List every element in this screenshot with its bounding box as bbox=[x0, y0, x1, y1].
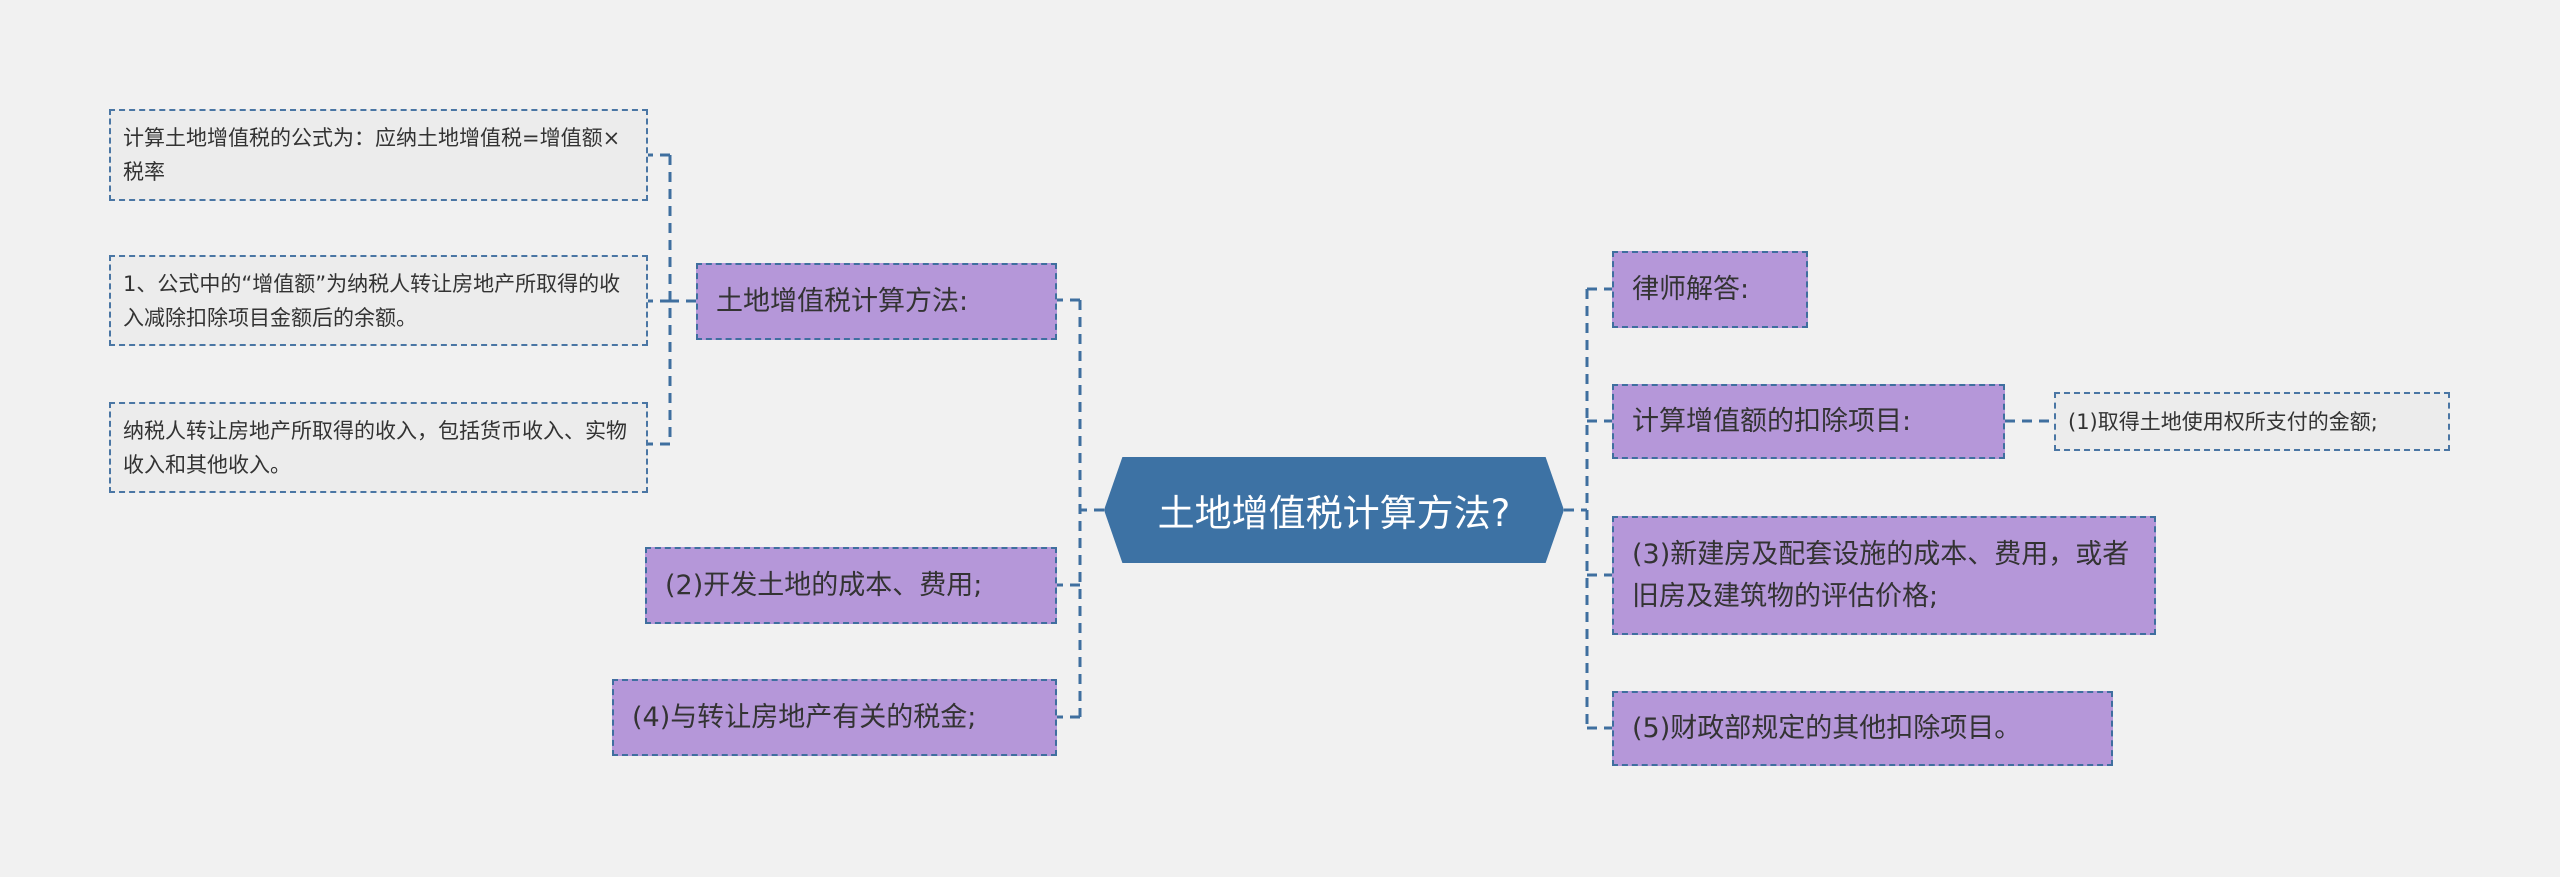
leaf-formula[interactable]: 计算土地增值税的公式为：应纳土地增值税=增值额×税率 bbox=[109, 109, 648, 201]
branch-item-3[interactable]: (3)新建房及配套设施的成本、费用，或者旧房及建筑物的评估价格; bbox=[1612, 516, 2156, 635]
branch-deduction-items[interactable]: 计算增值额的扣除项目: bbox=[1612, 384, 2005, 459]
branch-item-4[interactable]: (4)与转让房地产有关的税金; bbox=[612, 679, 1057, 756]
leaf-land-use-cost[interactable]: (1)取得土地使用权所支付的金额; bbox=[2054, 392, 2450, 451]
leaf-value-added[interactable]: 1、公式中的“增值额”为纳税人转让房地产所取得的收入减除扣除项目金额后的余额。 bbox=[109, 255, 648, 346]
branch-lawyer-answer[interactable]: 律师解答: bbox=[1612, 251, 1808, 328]
branch-item-5[interactable]: (5)财政部规定的其他扣除项目。 bbox=[1612, 691, 2113, 766]
branch-calc-method[interactable]: 土地增值税计算方法: bbox=[696, 263, 1057, 340]
root-label: 土地增值税计算方法? bbox=[1157, 492, 1511, 535]
branch-item-2[interactable]: (2)开发土地的成本、费用; bbox=[645, 547, 1057, 624]
root-node[interactable]: 土地增值税计算方法? bbox=[1104, 457, 1564, 563]
leaf-income[interactable]: 纳税人转让房地产所取得的收入，包括货币收入、实物收入和其他收入。 bbox=[109, 402, 648, 493]
